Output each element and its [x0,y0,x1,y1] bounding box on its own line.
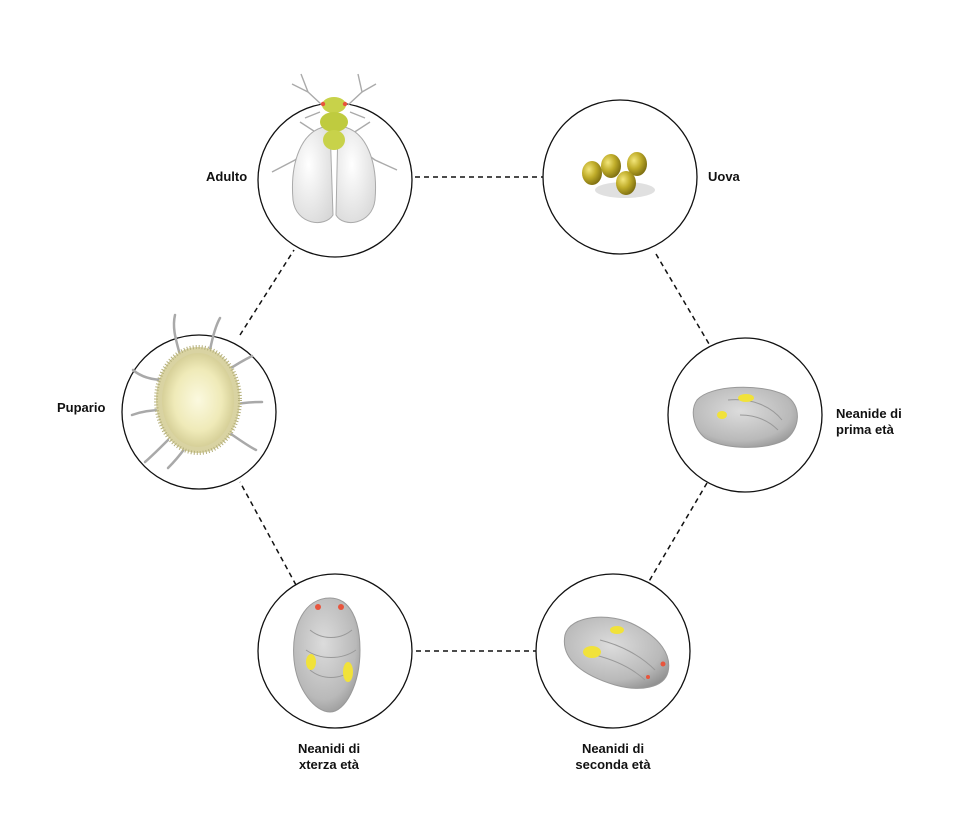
connector-uova-prima [655,253,713,350]
connector-prima-seconda [647,482,708,584]
stage-label-neanide-prima: Neanide di prima età [836,406,902,438]
label-line: Pupario [57,400,106,415]
label-line: Neanidi di [581,741,645,756]
stage-label-neanidi-terza: Neanidi di xterza età [279,741,379,773]
puparium-illustration [130,313,264,470]
connector-pupario-adulto [239,249,295,336]
adult-insect-illustration [271,73,398,223]
label-line: seconda età [575,757,651,772]
stage-label-adulto: Adulto [206,169,247,185]
third-instar-nymph-illustration [293,597,361,713]
label-line: Neanide di [836,406,902,421]
stage-label-neanidi-seconda: Neanidi di seconda età [563,741,663,773]
cycle-connectors [239,176,713,652]
first-instar-nymph-illustration [692,386,798,448]
second-instar-nymph-illustration [563,616,670,689]
label-line: xterza età [299,757,359,772]
eggs-illustration [582,152,655,198]
connector-terza-pupario [239,481,297,586]
stage-label-pupario: Pupario [57,400,105,416]
label-line: Neanidi di [297,741,361,756]
label-line: Adulto [206,169,248,184]
stage-label-uova: Uova [708,169,740,185]
label-line: prima età [836,422,894,437]
label-line: Uova [708,169,740,184]
